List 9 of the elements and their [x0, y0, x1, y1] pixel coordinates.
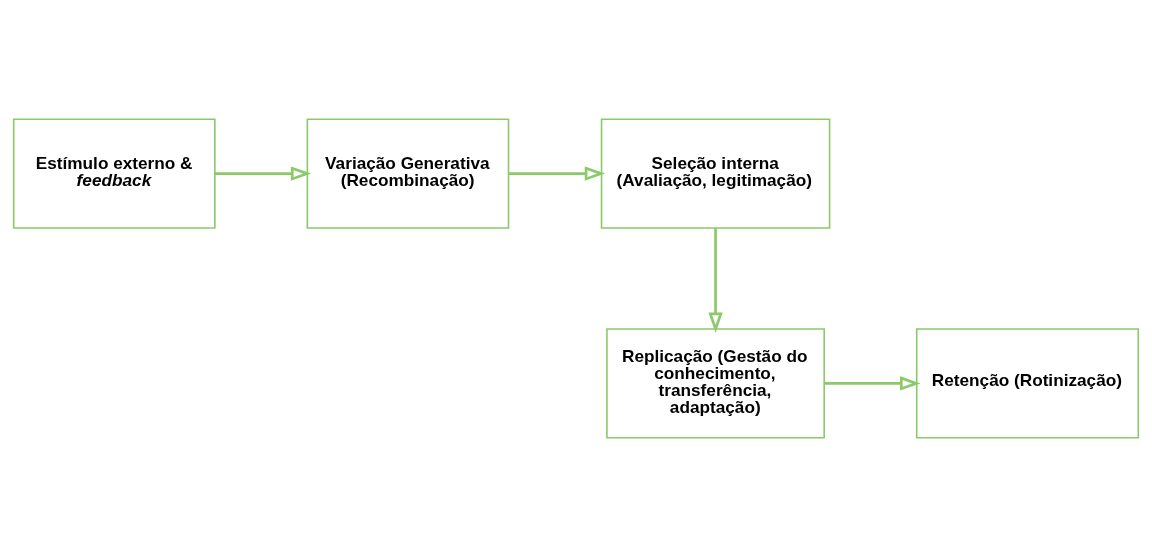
node-box: Seleção interna (Avaliação, legitimação): [600, 118, 831, 229]
node-box: Retenção (Rotinização): [915, 327, 1140, 438]
arrow: [708, 227, 723, 333]
arrow: [824, 375, 921, 391]
arrow: [214, 165, 312, 181]
node-box: Replicação (Gestão do conhecimento, transferência, adaptação): [606, 327, 825, 438]
node-box: Variação Generativa (Recombinação): [306, 118, 510, 229]
arrow: [508, 165, 606, 181]
node-box: Estímulo externo & feedback: [12, 118, 216, 229]
